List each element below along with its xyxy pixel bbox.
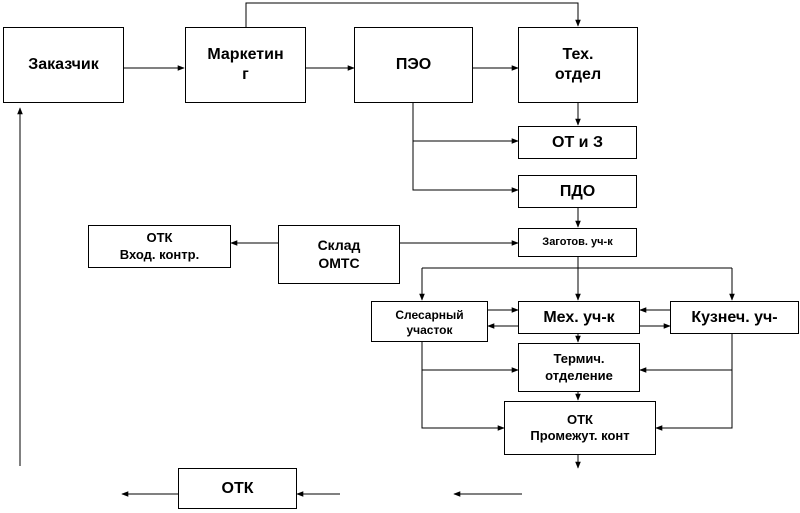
arrow-kuznech-to-otk [655, 370, 733, 431]
arrow-slesarny-to-otk [421, 370, 505, 431]
arrow-peo-to-pdo [412, 141, 519, 193]
node-otk-final: ОТК [178, 468, 297, 509]
arrow-kuznech-to-termich [639, 334, 733, 373]
node-sklad-omts: Склад ОМТС [278, 225, 400, 284]
node-pdo: ПДО [518, 175, 637, 208]
node-otk-vkhod: ОТК Вход. контр. [88, 225, 231, 268]
node-peo: ПЭО [354, 27, 473, 103]
node-zagotov: Заготов. уч-к [518, 228, 637, 257]
node-termich: Термич. отделение [518, 343, 640, 392]
arrow-marketing-over-to-tekh [245, 2, 581, 27]
arrow-peo-to-otiz [412, 102, 519, 144]
node-ot-i-z: ОТ и З [518, 126, 637, 159]
node-marketing: Маркетин г [185, 27, 306, 103]
node-zakazchik: Заказчик [3, 27, 124, 103]
node-otk-promezh: ОТК Промежут. конт [504, 401, 656, 455]
arrow-slesarny-to-termich [421, 342, 519, 373]
node-tekh-otdel: Тех. отдел [518, 27, 638, 103]
node-mekh: Мех. уч-к [518, 301, 640, 334]
node-kuznech: Кузнеч. уч- [670, 301, 799, 334]
node-slesarny: Слесарный участок [371, 301, 488, 342]
